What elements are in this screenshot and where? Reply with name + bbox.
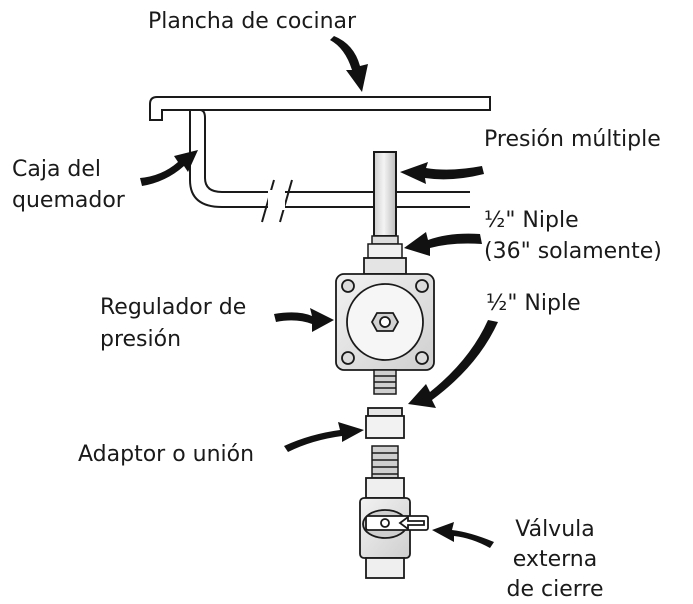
- pressure-regulator: [335, 257, 435, 371]
- label-cooktop: Plancha de cocinar: [148, 9, 357, 34]
- label-burner-box-line1: Caja del: [12, 157, 102, 182]
- label-regulator-line2: presión: [100, 327, 182, 352]
- label-manifold-pressure: Presión múltiple: [484, 127, 661, 152]
- upper-nipple: [367, 235, 403, 259]
- label-regulator-line1: Regulador de: [100, 295, 247, 320]
- label-upper-nipple-line1: ½" Niple: [484, 208, 579, 233]
- manifold-pipe: [373, 151, 397, 237]
- arrow-upper-nipple: [404, 232, 482, 256]
- label-lower-nipple: ½" Niple: [486, 291, 581, 316]
- arrow-regulator: [274, 308, 334, 332]
- lower-nipple: [373, 369, 397, 395]
- arrow-valve: [432, 522, 494, 548]
- callout-arrows: [140, 36, 498, 548]
- cooktop-plate: [149, 96, 491, 121]
- shutoff-valve: [359, 477, 429, 579]
- label-valve-line2: externa: [512, 547, 598, 572]
- arrow-lower-nipple: [408, 320, 498, 408]
- label-valve-line1: Válvula: [515, 517, 595, 542]
- label-valve-line3: de cierre: [506, 577, 604, 602]
- arrow-burner-box: [140, 150, 198, 186]
- label-upper-nipple-line2: (36" solamente): [484, 239, 662, 264]
- arrow-cooktop: [330, 36, 368, 92]
- label-burner-box-line2: quemador: [12, 188, 125, 213]
- arrow-adaptor: [284, 422, 364, 452]
- label-adaptor: Adaptor o unión: [78, 442, 255, 467]
- arrow-manifold: [400, 162, 484, 184]
- adaptor-union: [365, 407, 405, 439]
- threaded-pipe: [371, 445, 399, 479]
